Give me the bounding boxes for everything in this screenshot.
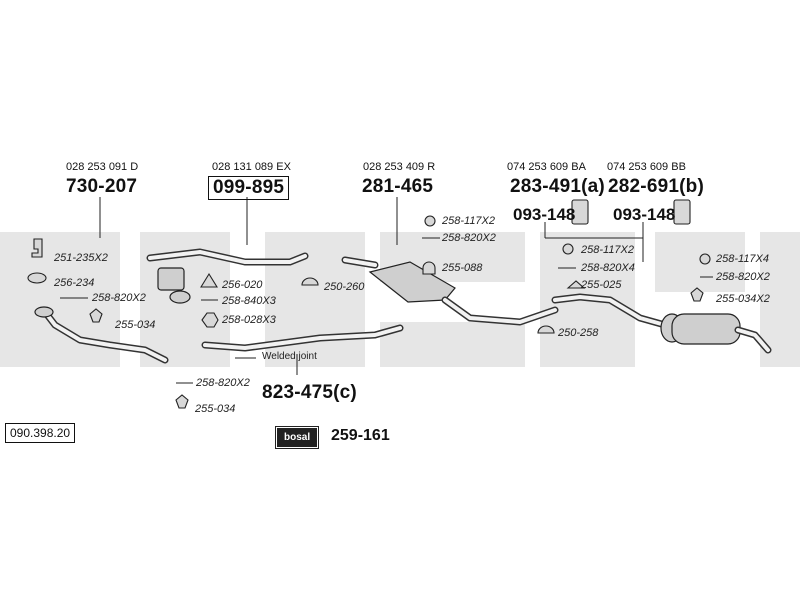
oem-number-front-pipe: 028 253 091 D [66, 161, 139, 173]
part-number-intermediate-pipe: 823-475(c) [262, 382, 357, 403]
part-number-rear-a: 283-491(a) [510, 176, 605, 197]
accessory-label: 258-820X4 [581, 262, 635, 274]
catalyst-flange [169, 290, 191, 304]
hanger-icon [89, 308, 103, 323]
part-number-front-pipe: 730-207 [66, 176, 138, 197]
accessory-label: 258-820X2 [442, 232, 496, 244]
part-number-rear-b: 282-691(b) [608, 176, 704, 197]
hanger-icon [690, 287, 704, 302]
accessory-label: 250-260 [324, 281, 365, 293]
accessory-label: 255-034 [195, 403, 236, 415]
clamp-ring-icon [562, 243, 574, 255]
accessory-label: 256-234 [54, 277, 95, 289]
clamp-icon [31, 238, 43, 258]
bosal-logo: bosal [274, 426, 320, 449]
accessory-label: 255-025 [581, 279, 622, 291]
accessory-label: 258-028X3 [222, 314, 276, 326]
intermediate-pipe [201, 324, 404, 352]
clamp-ring-icon [424, 215, 436, 227]
accessory-label: 258-820X2 [196, 377, 250, 389]
hanger-icon [175, 394, 189, 409]
catalog-number: 259-161 [331, 427, 390, 444]
watermark-shape [380, 322, 525, 367]
welded-joint-label: Welded joint [262, 351, 317, 362]
clamp-ring-icon [699, 253, 711, 265]
part-number-middle-silencer: 281-465 [362, 176, 434, 197]
accessory-label: 258-820X2 [92, 292, 146, 304]
accessory-label: 250-258 [558, 327, 599, 339]
oem-number-rear-a: 074 253 609 BA [507, 161, 586, 173]
rubber-ring-icon [301, 277, 319, 286]
rear-silencer-body [671, 313, 741, 345]
oem-number-middle-silencer: 028 253 409 R [363, 161, 436, 173]
oem-number-catalyst: 028 131 089 EX [212, 161, 291, 173]
front-pipe-flange [34, 306, 54, 318]
accessory-label: 258-840X3 [222, 295, 276, 307]
middle-silencer-body [368, 261, 456, 303]
accessory-label: 258-820X2 [716, 271, 770, 283]
rubber-mount-icon [571, 199, 589, 225]
accessory-label: 258-117X2 [442, 215, 496, 227]
watermark-shape [655, 232, 745, 292]
catalyst-body [157, 267, 185, 291]
nut-icon [201, 312, 219, 328]
part-number-catalyst: 099-895 [208, 176, 290, 200]
gasket-icon [27, 272, 47, 284]
rubber-mount-icon [673, 199, 691, 225]
accessory-label: 255-034X2 [716, 293, 770, 305]
accessory-label: 258-117X4 [716, 253, 770, 265]
rubber-mount-icon [566, 280, 586, 289]
rubber-ring-icon [537, 325, 555, 334]
accessory-label: 251-235X2 [54, 252, 108, 264]
bracket-icon [422, 261, 436, 275]
accessory-label: 258-117X2 [581, 244, 635, 256]
diagram-number: 090.398.20 [5, 423, 76, 443]
accessory-label: 256-020 [222, 279, 263, 291]
accessory-label: 255-088 [442, 262, 483, 274]
part-number-mount-b: 093-148 [613, 205, 676, 224]
gasket-icon [200, 272, 218, 288]
accessory-label: 255-034 [115, 319, 156, 331]
part-number-mount-a: 093-148 [513, 205, 576, 224]
oem-number-rear-b: 074 253 609 BB [607, 161, 686, 173]
